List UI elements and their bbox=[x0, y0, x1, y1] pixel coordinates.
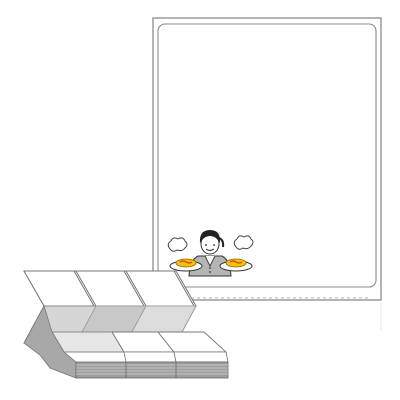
waiter-hair bbox=[199, 230, 221, 243]
omelette-left-icon bbox=[175, 258, 197, 268]
label-sheet bbox=[152, 17, 382, 330]
fanfold-label-stack bbox=[23, 270, 230, 379]
sheet-label-outline bbox=[157, 23, 377, 288]
omelette-right-icon bbox=[225, 258, 247, 268]
stack-top-flap bbox=[23, 270, 197, 307]
stack-bottom bbox=[23, 304, 230, 379]
steam-right-icon bbox=[233, 235, 254, 250]
steam-left-icon bbox=[167, 237, 188, 252]
waiter-with-omelette-plates-icon bbox=[167, 230, 254, 277]
